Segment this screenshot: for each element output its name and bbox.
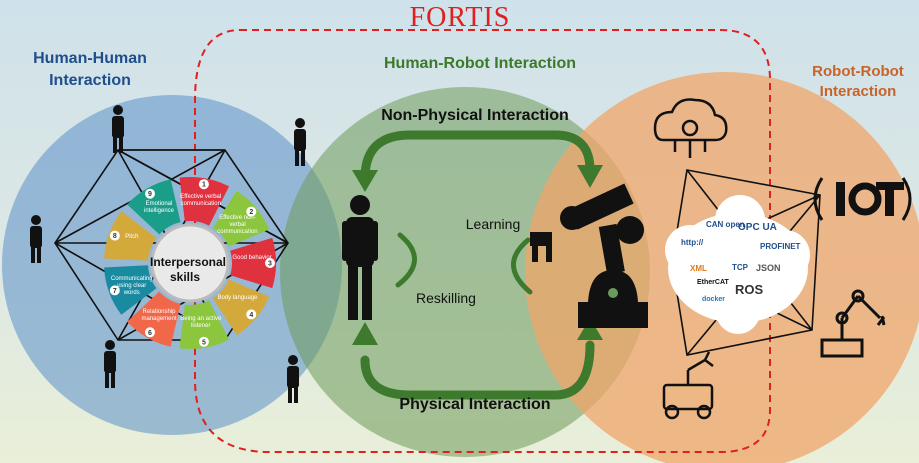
segment-label: Effective verbal communication <box>180 193 222 207</box>
protocol-label: PROFINET <box>760 242 801 251</box>
segment-number: 5 <box>202 339 206 346</box>
interaction-arrows <box>360 130 595 400</box>
wheel-segment <box>104 265 157 315</box>
person-icon <box>30 215 42 263</box>
wheel-segment <box>230 237 277 289</box>
segment-number: 7 <box>113 288 117 295</box>
label-non-physical: Non-Physical Interaction <box>381 107 569 124</box>
segment-number-badge <box>246 206 257 217</box>
protocol-label: docker <box>702 296 725 303</box>
segment-number-badge <box>145 327 155 338</box>
wheel-segment <box>127 291 181 347</box>
segment-number: 6 <box>148 330 152 337</box>
wheel-segment <box>179 177 230 226</box>
segment-label: Emotional intelligence <box>143 201 175 215</box>
person-figures <box>30 105 378 403</box>
industrial-robot-icon <box>820 289 886 358</box>
label-learning: Learning <box>465 216 521 232</box>
segment-number-badge <box>265 258 275 268</box>
arrow-heads <box>352 165 603 345</box>
label-robot-robot: Robot-Robot Interaction <box>812 63 904 100</box>
iot-icon <box>813 177 912 221</box>
human-worker-icon <box>342 195 378 320</box>
segment-label: Effective non-verbal communication <box>217 215 258 236</box>
protocol-label: OPC UA <box>738 222 777 233</box>
mobile-robot-icon <box>662 351 714 420</box>
title-fortis: FORTIS <box>409 2 511 33</box>
segment-number: 3 <box>268 261 272 268</box>
segment-label: Good behavior <box>232 255 272 261</box>
segment-number: 1 <box>202 182 206 189</box>
segment-label: Pitch <box>125 233 139 240</box>
segment-number-badge <box>145 188 155 199</box>
segment-number-badge <box>198 179 209 190</box>
person-icon <box>294 118 306 166</box>
wheel-segment <box>104 211 157 261</box>
interpersonal-center <box>150 223 230 303</box>
protocol-label: CAN open <box>706 220 745 229</box>
label-physical: Physical Interaction <box>399 396 551 413</box>
cloud-gear-icon <box>653 98 728 158</box>
person-icon <box>112 105 124 153</box>
protocol-label: ROS <box>735 282 764 297</box>
segment-number-badge <box>198 336 209 347</box>
protocol-label: XML <box>690 264 707 273</box>
wheel-segment <box>179 300 230 349</box>
segment-label: Body language <box>217 294 258 301</box>
wheel-segment <box>212 279 270 336</box>
segment-number-badge <box>109 285 120 296</box>
person-icon <box>287 355 299 403</box>
segment-label: Communicating using clear words <box>110 276 153 297</box>
protocol-label: http:// <box>681 238 704 247</box>
wheel-segment <box>212 190 270 247</box>
wheel-center-label: Interpersonal skills <box>150 255 227 284</box>
segment-number-badge <box>109 230 120 241</box>
segment-number-badge <box>246 309 257 320</box>
segment-number: 8 <box>113 233 117 240</box>
protocol-label: JSON <box>756 263 781 273</box>
protocol-label: TCP <box>732 263 748 272</box>
label-human-human: Human-Human Interaction <box>33 50 147 89</box>
person-icon <box>104 340 116 388</box>
segment-label: Relationship management <box>141 308 177 322</box>
segment-number: 2 <box>249 209 253 216</box>
wheel-segment <box>127 179 181 235</box>
segment-number: 4 <box>249 312 253 319</box>
protocol-label: EtherCAT <box>697 279 729 286</box>
label-human-robot: Human-Robot Interaction <box>384 55 576 72</box>
segment-label: Being an active listener <box>180 316 222 330</box>
label-reskilling: Reskilling <box>416 290 476 306</box>
robot-arm-icon <box>530 183 648 328</box>
interpersonal-wheel: 1 2 3 4 5 6 7 8 9 <box>104 177 277 349</box>
segment-number: 9 <box>148 191 152 198</box>
